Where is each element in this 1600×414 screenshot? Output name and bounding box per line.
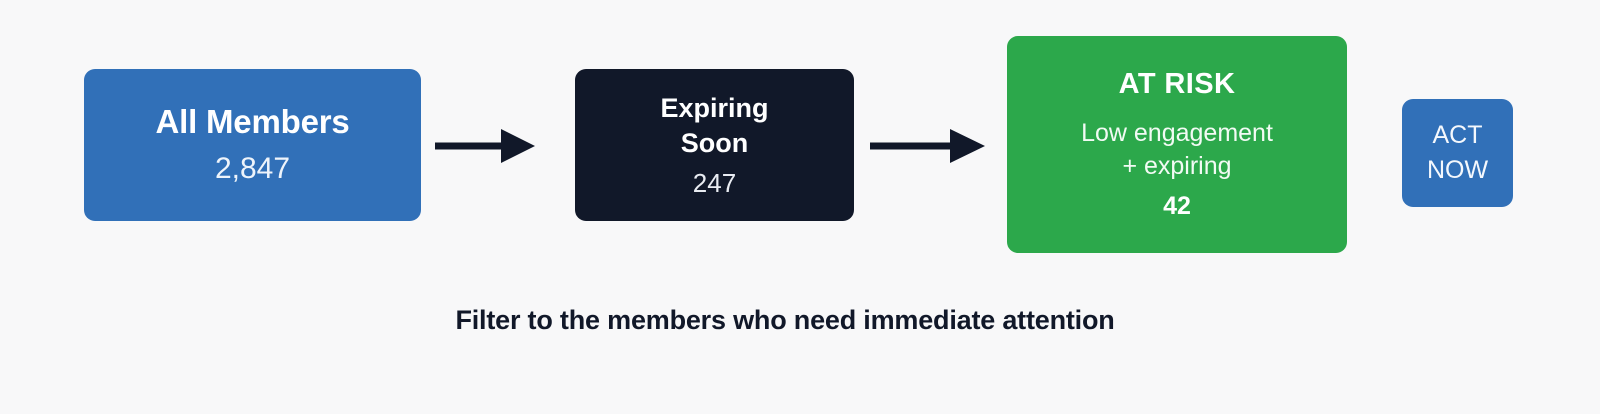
funnel-node-expiring-soon-count: 247 bbox=[692, 168, 737, 199]
funnel-node-at-risk[interactable]: AT RISK Low engagement + expiring 42 bbox=[1007, 36, 1347, 253]
funnel-node-expiring-soon[interactable]: Expiring Soon 247 bbox=[575, 69, 854, 221]
act-now-button[interactable]: ACT NOW bbox=[1402, 99, 1513, 207]
act-now-button-label-line1: ACT bbox=[1432, 120, 1483, 149]
funnel-node-at-risk-description: Low engagement + expiring bbox=[1081, 117, 1273, 185]
funnel-node-all-members-title: All Members bbox=[155, 103, 350, 141]
funnel-node-at-risk-count: 42 bbox=[1163, 192, 1191, 221]
funnel-node-at-risk-title: AT RISK bbox=[1118, 68, 1236, 101]
funnel-node-expiring-soon-title-line2: Soon bbox=[680, 128, 749, 159]
funnel-node-at-risk-description-line1: Low engagement bbox=[1081, 118, 1273, 147]
funnel-node-all-members[interactable]: All Members 2,847 bbox=[84, 69, 421, 221]
arrow-members-to-expiring-icon bbox=[433, 125, 537, 167]
act-now-button-label: ACT NOW bbox=[1427, 118, 1488, 189]
act-now-button-label-line2: NOW bbox=[1426, 156, 1489, 184]
funnel-node-expiring-soon-title: Expiring Soon bbox=[660, 91, 768, 161]
funnel-caption: Filter to the members who need immediate… bbox=[455, 305, 1115, 335]
arrow-expiring-to-at-risk-icon bbox=[868, 125, 988, 167]
funnel-node-expiring-soon-title-line1: Expiring bbox=[660, 93, 769, 124]
funnel-node-all-members-count: 2,847 bbox=[214, 152, 291, 186]
funnel-node-at-risk-description-line2: + expiring bbox=[1122, 152, 1232, 181]
